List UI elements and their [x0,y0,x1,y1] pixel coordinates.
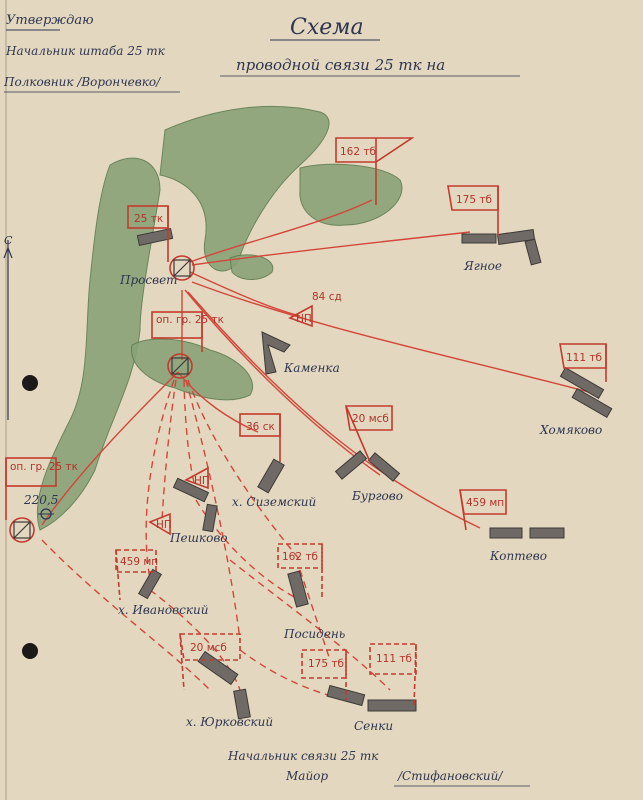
svg-text:175 тб: 175 тб [456,194,492,206]
flag-162tb: 162 тб [335,137,415,205]
flag-np-2: НП [184,466,210,490]
svg-text:175 тб: 175 тб [308,658,344,670]
svg-text:162 тб: 162 тб [282,551,318,563]
svg-text:111 тб: 111 тб [566,352,602,364]
approval-line-1: Утверждаю [6,13,94,28]
approval-line-2: Начальник штаба 25 тк [5,44,166,58]
approval-line-3: Полковник /Ворончевко/ [3,75,162,89]
north-arrow-head [3,246,13,259]
svg-text:НП: НП [194,475,210,487]
flag-hq-25tk: 25 тк [127,205,169,262]
flag-111tb-b: 111 тб [369,643,417,707]
command-post-prosvet [169,255,195,281]
svg-text:459 мп: 459 мп [120,556,158,568]
flag-175tb-b: 175 тб [301,649,347,700]
svg-text:НП: НП [296,313,312,325]
place-yurkovsky: х. Юрковский [186,715,273,729]
flag-20msb: 20 мсб [345,405,393,463]
wire-lines-solid [41,199,601,529]
signatory-title: Начальник связи 25 тк [227,749,379,763]
command-post-opgr2 [9,517,35,543]
flag-162tb-b: 162 тб [277,543,323,600]
place-peshkovo: Пешково [169,531,228,545]
flag-459mp-b: 459 мп [115,549,158,601]
map-title: Схема [290,15,364,40]
height-label: 220,5 [23,493,58,507]
height-marker [38,508,54,520]
svg-text:25 тк: 25 тк [134,213,163,225]
place-kopteyevo: Коптево [489,549,547,563]
place-kamenka: Каменка [283,361,340,375]
svg-text:оп. гр. 25 тк: оп. гр. 25 тк [156,314,224,326]
svg-text:111 тб: 111 тб [376,653,412,665]
north-mark: С [4,234,13,247]
punch-hole-top [22,375,38,391]
command-post-opgr [167,353,193,379]
place-sizemsky: х. Сиземский [232,495,316,509]
flag-np-3: НП [148,512,172,536]
place-ivanovsky: х. Ивановский [118,603,208,617]
svg-text:36 ск: 36 ск [246,421,275,433]
place-burgovo: Бургово [351,489,403,503]
place-prosvet: Просвет [119,273,178,287]
signatory-rank: Майор [285,769,328,783]
place-posideny: Посидень [283,627,345,641]
flag-20msb-b: 20 мсб [179,633,241,691]
flag-175tb: 175 тб [447,185,499,236]
svg-text:84 сд: 84 сд [312,291,342,303]
place-khomyakovo: Хомяково [539,423,602,437]
place-senki: Сенки [354,719,393,733]
flag-459mp-a: 459 мп [459,489,507,531]
flag-opgr-25tk: оп. гр. 25 тк [151,311,224,352]
flag-84sd-np: НП 84 сд [288,291,342,328]
svg-text:20 мсб: 20 мсб [190,642,227,654]
flag-36sk: 36 ск [239,413,281,462]
svg-text:20 мсб: 20 мсб [352,413,389,425]
place-yagnoe: Ягное [463,259,502,273]
svg-text:162 тб: 162 тб [340,146,376,158]
flag-opgr-25tk-2: оп. гр. 25 тк [5,457,78,520]
map-subtitle: проводной связи 25 тк на [236,56,445,74]
svg-text:оп. гр. 25 тк: оп. гр. 25 тк [10,461,78,473]
unit-positions [136,227,613,720]
flag-111tb: 111 тб [559,343,607,382]
svg-text:459 мп: 459 мп [466,497,504,509]
wire-lines-dashed [41,379,391,701]
svg-text:НП: НП [156,519,172,531]
signatory-name: /Стифановский/ [397,769,504,783]
punch-hole-bottom [22,643,38,659]
